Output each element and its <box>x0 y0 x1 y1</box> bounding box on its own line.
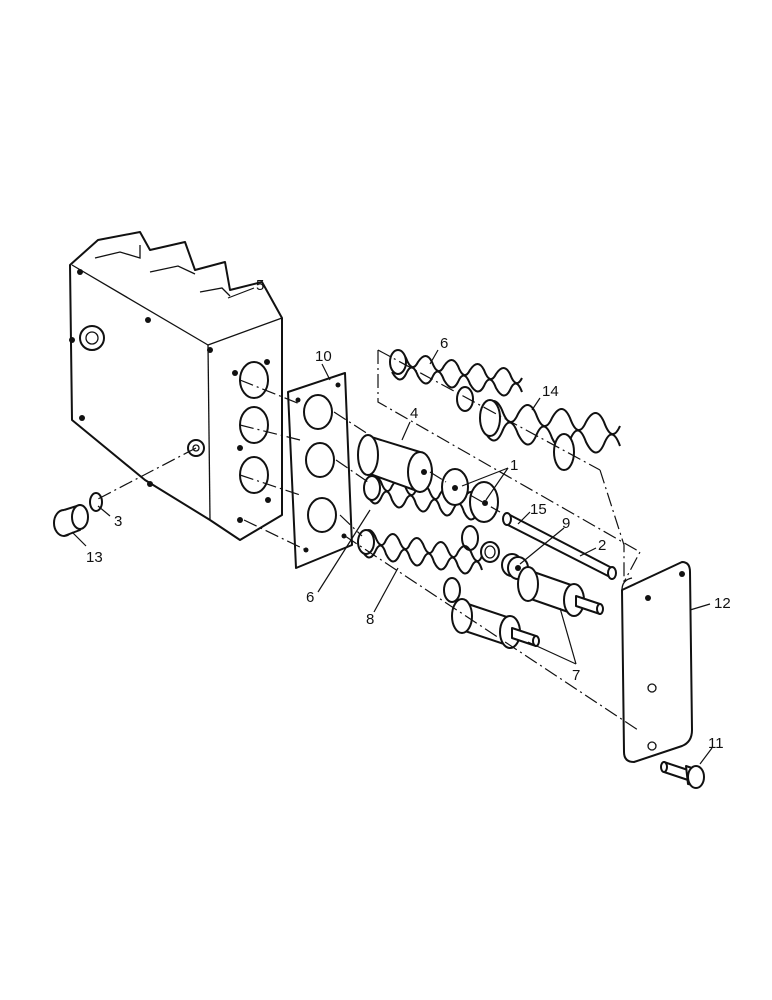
spring-part-6-upper <box>389 349 523 412</box>
spring-part-14 <box>479 399 621 471</box>
callout-10: 10 <box>315 348 332 365</box>
cover-plate-part-12 <box>621 561 693 763</box>
collar-part-9 <box>501 553 529 580</box>
callout-15: 15 <box>530 501 547 518</box>
callout-14: 14 <box>542 383 559 400</box>
callout-3: 3 <box>114 513 122 530</box>
callout-1: 1 <box>510 457 518 474</box>
spring-part-6-lower <box>363 475 489 551</box>
plunger-part-7-upper <box>517 566 604 617</box>
callout-8: 8 <box>366 611 374 628</box>
callout-labels: 5 10 6 14 4 1 15 9 2 12 7 6 8 11 3 13 <box>86 277 731 752</box>
callout-9: 9 <box>562 515 570 532</box>
callout-13: 13 <box>86 549 103 566</box>
valve-body-part-5 <box>69 231 283 541</box>
leader-lines <box>71 287 713 765</box>
callout-6-upper: 6 <box>440 335 448 352</box>
spring-part-8 <box>357 529 483 603</box>
callout-2: 2 <box>598 537 606 554</box>
bolt-part-11 <box>660 761 705 789</box>
piston-part-4 <box>357 434 433 493</box>
plunger-part-7-lower <box>451 598 540 649</box>
plug-part-13 <box>53 504 89 537</box>
gasket-part-10 <box>287 372 353 569</box>
callout-12: 12 <box>714 595 731 612</box>
callout-7: 7 <box>572 667 580 684</box>
snap-ring-part-15 <box>480 541 500 563</box>
callout-6-lower: 6 <box>306 589 314 606</box>
callout-4: 4 <box>410 405 418 422</box>
callout-5: 5 <box>256 277 264 294</box>
alignment-lines <box>95 349 641 731</box>
callout-11: 11 <box>708 735 724 752</box>
pin-part-2 <box>502 512 617 580</box>
